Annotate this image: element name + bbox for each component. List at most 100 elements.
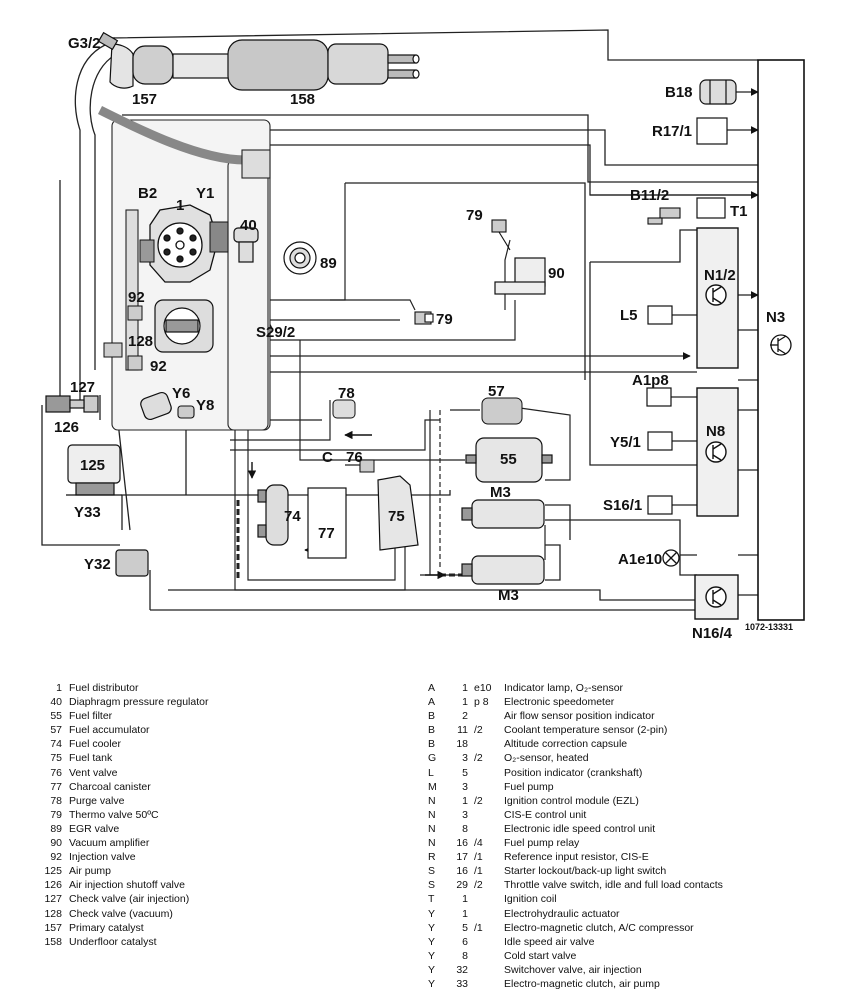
label-127: 127	[70, 379, 95, 396]
legend-component-number: 18	[456, 738, 468, 751]
legend-component-number: 8	[462, 949, 468, 962]
label-y8: Y8	[196, 397, 214, 414]
legend-component-number: 3	[462, 808, 468, 821]
legend-number: 92	[50, 851, 62, 864]
legend-description: Diaphragm pressure regulator	[69, 696, 209, 709]
legend-component-number: 1	[462, 696, 468, 709]
legend-description: Fuel distributor	[69, 682, 139, 694]
reference-input-resistor	[696, 117, 728, 145]
electronic-speedometer	[646, 387, 672, 407]
label-79-upper: 79	[466, 207, 483, 224]
legend-number: 125	[44, 865, 62, 878]
legend-group-letter: B	[428, 724, 436, 737]
legend-description: Electronic speedometer	[504, 696, 615, 709]
air-pump	[66, 444, 122, 496]
legend-sub-number	[468, 949, 504, 963]
label-158: 158	[290, 91, 315, 108]
legend-sub-number: /2	[474, 879, 483, 892]
legend-sub-number	[468, 892, 504, 906]
legend-description: EGR valve	[69, 822, 120, 835]
label-n3: N3	[766, 309, 785, 326]
throttle-body	[154, 299, 214, 353]
legend-sub-number: /2	[474, 752, 483, 765]
legend-description: CIS-E control unit	[504, 808, 587, 821]
fuel-pump-relay	[694, 574, 739, 620]
o2-indicator-lamp	[662, 549, 680, 567]
legend-description: Coolant temperature sensor (2-pin)	[504, 724, 668, 737]
label-y32: Y32	[84, 556, 111, 573]
legend-description: Underfloor catalyst	[69, 935, 157, 948]
label-c: C	[322, 449, 333, 466]
legend-description: Fuel pump	[504, 780, 554, 793]
legend-number: 128	[44, 907, 62, 920]
legend-left-row: 1 Fuel distributor	[22, 681, 208, 695]
oxygen-sensor-shape	[97, 31, 119, 51]
legend-sub-number: /1	[474, 865, 483, 878]
label-77: 77	[318, 525, 335, 542]
legend-group-letter: N	[428, 794, 436, 807]
label-128: 128	[128, 333, 153, 350]
injection-valve-upper	[127, 305, 143, 321]
starter-lockout-switch	[647, 495, 673, 515]
crankshaft-position-indicator	[647, 305, 673, 325]
legend-sub-number	[468, 780, 504, 794]
label-l5: L5	[620, 307, 638, 324]
legend-number: 127	[44, 893, 62, 906]
legend-group-letter: R	[428, 851, 436, 864]
component-labels: G3/2 157 158 B18 R17/1 B11/2 T1 B2 1 Y1 …	[54, 35, 793, 642]
legend-description: Switchover valve, air injection	[504, 963, 642, 976]
label-y1: Y1	[196, 185, 214, 202]
legend-right-row: N 3 CIS-E control unit	[428, 808, 723, 822]
legend-description: Indicator lamp, O₂-sensor	[504, 682, 624, 694]
legend-sub-number: /1	[474, 851, 483, 864]
fuel-pump-lower	[461, 555, 545, 585]
legend-group-letter: N	[428, 822, 436, 835]
idle-speed-air-valve	[140, 391, 172, 421]
legend-component-number: 33	[456, 977, 468, 990]
label-92-lower: 92	[150, 358, 167, 375]
label-126: 126	[54, 419, 79, 436]
label-r17-1: R17/1	[652, 123, 692, 140]
airflow-position-indicator	[139, 239, 155, 263]
legend-description: Vacuum amplifier	[69, 837, 150, 850]
ac-compressor-clutch	[647, 431, 673, 451]
legend-component-number: 16	[456, 865, 468, 878]
label-n8: N8	[706, 423, 725, 440]
thermo-valve-upper	[491, 219, 511, 251]
legend-number: 1	[56, 682, 62, 694]
label-78: 78	[338, 385, 355, 402]
label-y6: Y6	[172, 385, 190, 402]
label-t1: T1	[730, 203, 748, 220]
legend-component-number: 6	[462, 935, 468, 948]
electrohydraulic-actuator	[209, 221, 229, 253]
label-125: 125	[80, 457, 105, 474]
legend-sub-number	[468, 709, 504, 723]
legend-group-letter: Y	[428, 935, 436, 948]
fuel-accumulator	[481, 397, 523, 425]
legend-group-letter: B	[428, 710, 436, 723]
label-a1p8: A1p8	[632, 372, 669, 389]
legend-description: Ignition coil	[504, 893, 557, 906]
legend-description: Electrohydraulic actuator	[504, 907, 620, 920]
altitude-correction-capsule	[699, 79, 737, 105]
label-1: 1	[176, 197, 184, 214]
label-74: 74	[284, 508, 301, 525]
legend-description: Altitude correction capsule	[504, 738, 628, 751]
legend-group-letter: N	[428, 808, 436, 821]
